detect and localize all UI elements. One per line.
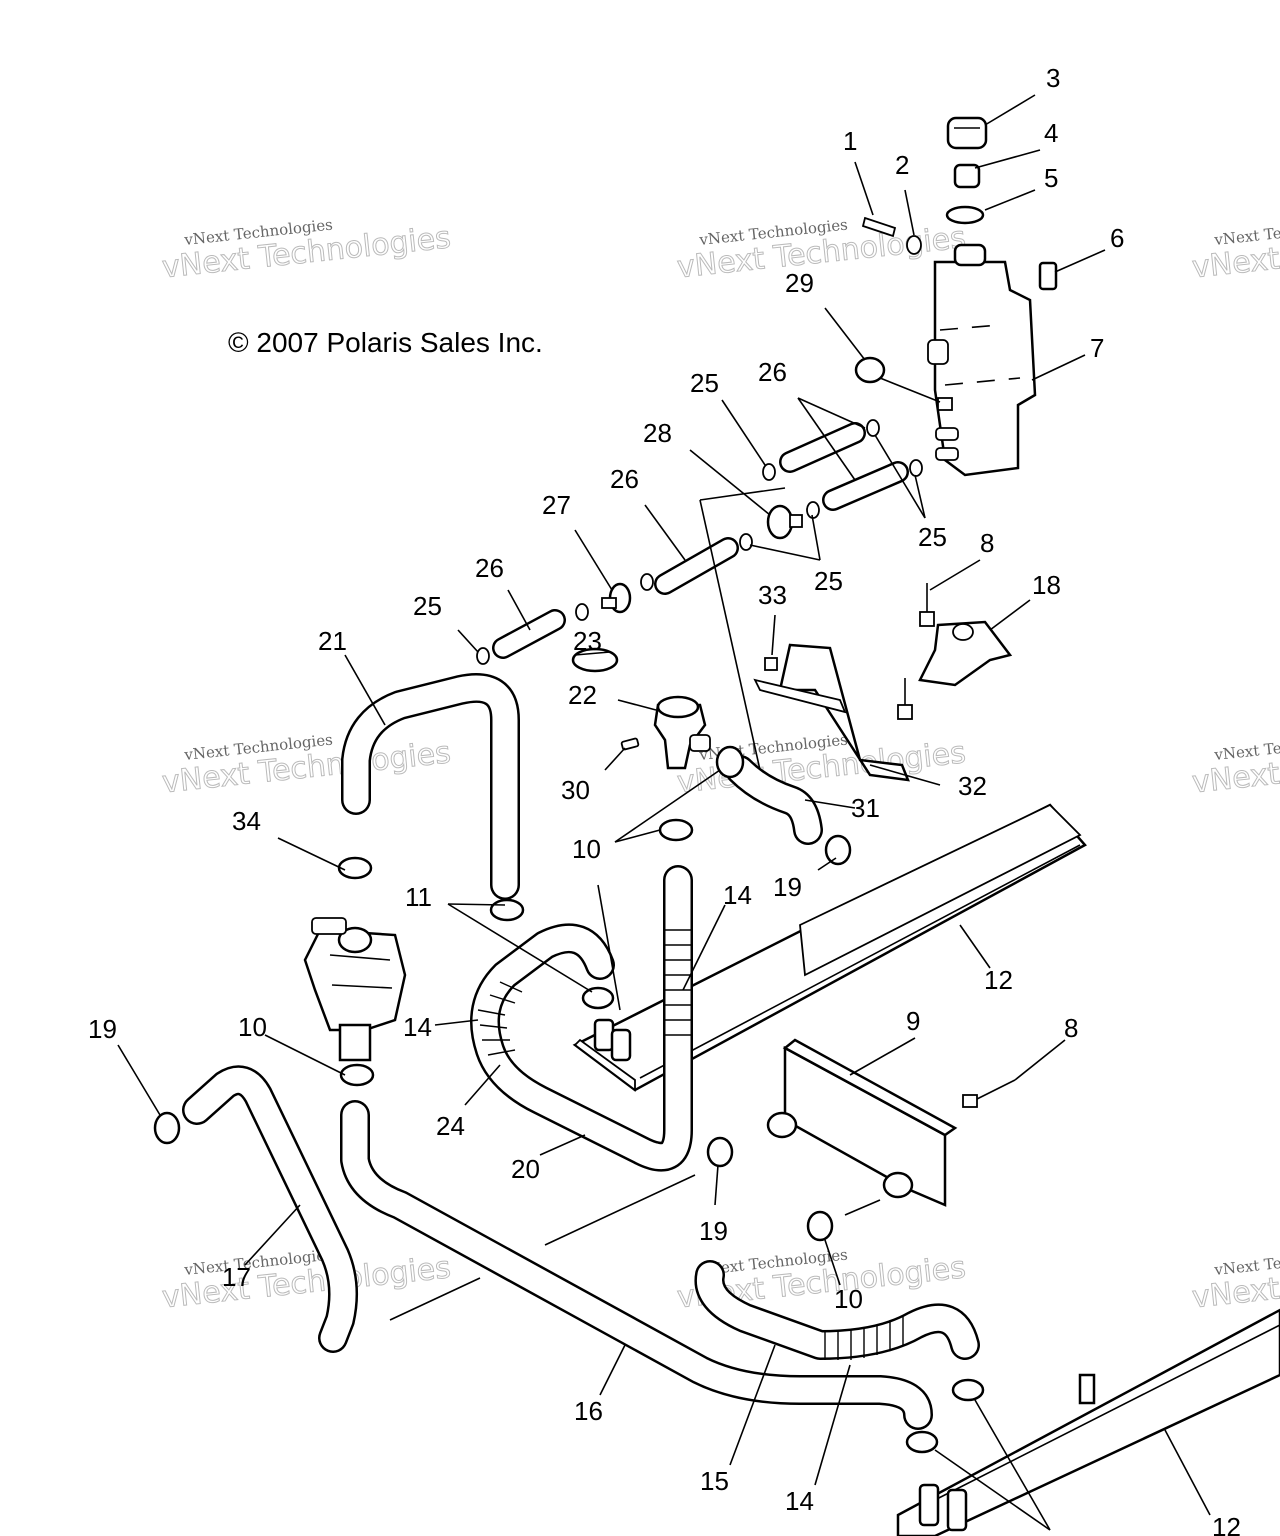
callout-16: 16	[574, 1396, 603, 1426]
watermark: vNext Technologies vNext Technologies	[1190, 731, 1280, 801]
callout-28: 28	[643, 418, 672, 448]
callout-25: 25	[918, 522, 947, 552]
callout-17: 17	[222, 1262, 251, 1292]
gasket	[945, 205, 985, 225]
callout-14: 14	[723, 880, 752, 910]
callout-10: 10	[834, 1284, 863, 1314]
callout-26: 26	[610, 464, 639, 494]
copyright-text: © 2007 Polaris Sales Inc.	[228, 327, 543, 358]
callout-8: 8	[980, 528, 994, 558]
callout-25: 25	[690, 368, 719, 398]
mount-bracket	[918, 620, 1013, 687]
heat-exchanger	[896, 1308, 1280, 1536]
breather-tubes	[476, 419, 923, 665]
heat-exchanger	[766, 1038, 958, 1207]
callout-14: 14	[785, 1486, 814, 1516]
screw	[861, 216, 897, 238]
washer	[906, 235, 922, 255]
corrugations	[824, 1316, 904, 1360]
callout-numbers: 3 4 5 1 2 6 7 29 25 26 28 26 27 25 25 26…	[88, 63, 1241, 1536]
callout-21: 21	[318, 626, 347, 656]
callout-15: 15	[700, 1466, 729, 1496]
watermark: vNext Technologies vNext Technologies	[160, 731, 453, 801]
callout-24: 24	[436, 1111, 465, 1141]
callout-4: 4	[1044, 118, 1058, 148]
watermark: vNext Technologies vNext Technologies	[675, 216, 968, 286]
screw	[620, 737, 640, 751]
clip-nut	[1038, 261, 1058, 291]
callout-2: 2	[895, 150, 909, 180]
callout-33: 33	[758, 580, 787, 610]
callout-20: 20	[511, 1154, 540, 1184]
callout-5: 5	[1044, 163, 1058, 193]
callout-34: 34	[232, 806, 261, 836]
watermark: vNext Technologies vNext Technologies	[1190, 216, 1280, 286]
callout-25: 25	[814, 566, 843, 596]
callout-6: 6	[1110, 223, 1124, 253]
callout-12: 12	[1212, 1512, 1241, 1536]
callout-19: 19	[773, 872, 802, 902]
callout-26: 26	[475, 553, 504, 583]
filler-neck	[953, 163, 981, 189]
callout-19: 19	[699, 1216, 728, 1246]
callout-29: 29	[785, 268, 814, 298]
check-valve	[766, 504, 803, 540]
callout-1: 1	[843, 126, 857, 156]
bracket	[753, 643, 910, 782]
watermark: vNext Technologies vNext Technologies	[160, 1246, 453, 1316]
callout-31: 31	[851, 793, 880, 823]
bolt	[897, 583, 935, 720]
hose-clamps	[153, 745, 985, 1454]
callout-27: 27	[542, 490, 571, 520]
clamp	[854, 356, 953, 411]
callout-10: 10	[238, 1012, 267, 1042]
callout-8: 8	[1064, 1013, 1078, 1043]
callout-9: 9	[906, 1006, 920, 1036]
callout-19: 19	[88, 1014, 117, 1044]
callout-25: 25	[413, 591, 442, 621]
coolant-reservoir	[927, 243, 1037, 477]
callout-3: 3	[1046, 63, 1060, 93]
callout-23: 23	[573, 626, 602, 656]
callout-32: 32	[958, 771, 987, 801]
thermostat-housing	[653, 695, 711, 770]
heat-exchanger	[572, 803, 1087, 1092]
leader-lines	[117, 94, 1211, 1531]
callout-18: 18	[1032, 570, 1061, 600]
callout-30: 30	[561, 775, 590, 805]
bolt	[962, 1079, 1016, 1108]
reference-lines	[389, 487, 881, 1321]
watermark: vNext Technologies vNext Technologies	[1190, 1246, 1280, 1316]
callout-11: 11	[405, 882, 432, 912]
watermark: vNext Technologies vNext Technologies	[160, 216, 453, 286]
callout-14: 14	[403, 1012, 432, 1042]
callout-10: 10	[572, 834, 601, 864]
water-pump	[303, 917, 407, 1062]
check-valve	[601, 582, 632, 614]
reservoir-cap	[946, 116, 988, 150]
corrugations	[477, 929, 692, 1056]
callout-22: 22	[568, 680, 597, 710]
callout-12: 12	[984, 965, 1013, 995]
nut	[764, 657, 778, 671]
callout-7: 7	[1090, 333, 1104, 363]
callout-26: 26	[758, 357, 787, 387]
